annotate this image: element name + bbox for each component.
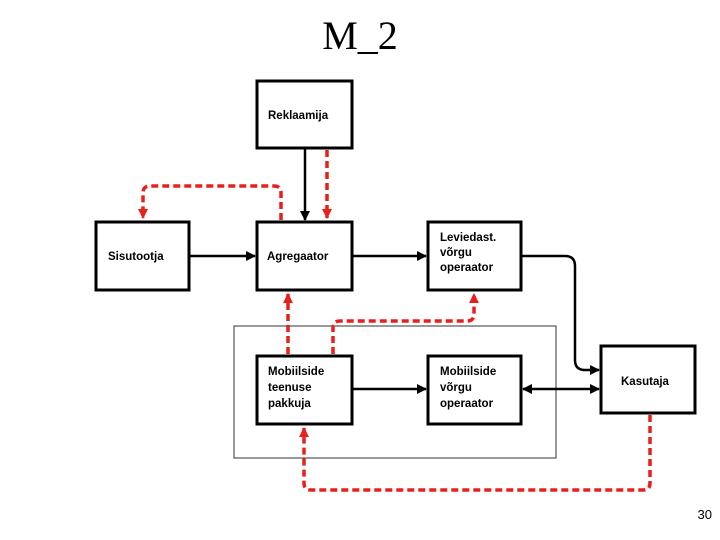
node-kasutaja: Kasutaja [599, 344, 697, 415]
node-sisutootja-label: Sisutootja [108, 251, 164, 263]
node-mobiilside-vorgu: Mobiilside võrgu operaator [426, 354, 523, 426]
node-mobiilside-vorgu-line3: operaator [440, 398, 494, 410]
node-mobiilside-vorgu-line1: Mobiilside [440, 366, 496, 378]
slide-title: M_2 [322, 13, 398, 58]
page-number: 30 [697, 507, 712, 522]
node-agregaator-label: Agregaator [267, 251, 329, 263]
node-agregaator: Agregaator [255, 220, 354, 292]
node-sisutootja: Sisutootja [94, 220, 191, 292]
node-mobiilside-teenuse: Mobiilside teenuse pakkuja [255, 354, 354, 426]
dashed-agregaator-sisutootja [138, 184, 283, 220]
node-mobiilside-vorgu-line2: võrgu [440, 382, 472, 394]
node-leviedast-line1: Leviedast. [440, 232, 496, 244]
node-leviedast-line3: operaator [440, 262, 494, 274]
node-kasutaja-label: Kasutaja [621, 376, 670, 388]
node-mobiilside-teenuse-line2: teenuse [268, 382, 311, 394]
dashed-teenuse-leviedast [331, 293, 479, 354]
node-leviedast: Leviedast. võrgu operaator [426, 220, 523, 292]
node-mobiilside-teenuse-line3: pakkuja [268, 398, 311, 410]
dashed-kasutaja-teenuse [299, 415, 652, 492]
node-reklaamija-label: Reklaamija [268, 110, 329, 122]
node-leviedast-line2: võrgu [440, 247, 472, 259]
arrow-leviedast-kasutaja [521, 254, 600, 375]
node-mobiilside-teenuse-line1: Mobiilside [268, 366, 324, 378]
node-reklaamija: Reklaamija [255, 79, 354, 150]
